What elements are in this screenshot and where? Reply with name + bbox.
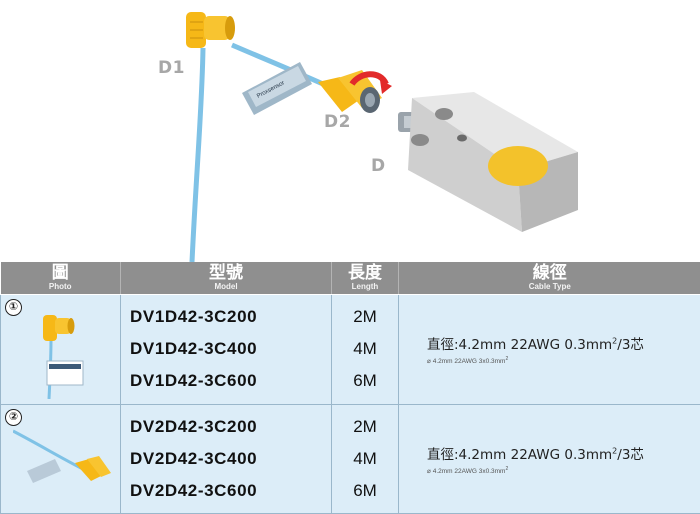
- photo-cell-1: ①: [0, 294, 121, 405]
- cable-cell-2: 直徑:4.2mm 22AWG 0.3mm2/3芯 ⌀ 4.2mm 22AWG 3…: [398, 403, 700, 514]
- header-cable-type: 線徑 Cable Type: [398, 262, 700, 295]
- model-code: DV1D42-3C400: [130, 339, 258, 359]
- photo-cell-2: ②: [0, 403, 121, 514]
- table-header-row: 圖 Photo 型號 Model 長度 Length 線徑 Cable Type: [0, 262, 700, 295]
- row-number: ①: [5, 299, 22, 316]
- d2-photo-icon: [13, 429, 111, 483]
- table-row: ② DV2D42-3C200 DV2D42-3C400 DV2D42-3C600…: [0, 403, 700, 514]
- model-cell-1: DV1D42-3C200 DV1D42-3C400 DV1D42-3C600: [120, 294, 332, 405]
- d1-connector-icon: [186, 12, 235, 48]
- model-code: DV1D42-3C200: [130, 307, 258, 327]
- length-value: 4M: [353, 448, 377, 468]
- model-code: DV2D42-3C600: [130, 480, 258, 500]
- length-value: 6M: [353, 480, 377, 500]
- sensor-cable-drawing: Proxsensor: [186, 12, 578, 263]
- sensor-body-icon: [408, 92, 578, 232]
- length-value: 2M: [353, 307, 377, 327]
- header-model: 型號 Model: [120, 262, 332, 295]
- product-illustration: Proxsensor D1 D2 D: [158, 12, 578, 263]
- cable-spec: 直徑:4.2mm 22AWG 0.3mm2/3芯: [427, 446, 644, 463]
- rotate-arrow-icon: [349, 71, 389, 86]
- length-value: 6M: [353, 371, 377, 391]
- cable-tag: Proxsensor: [242, 62, 312, 115]
- length-value: 4M: [353, 339, 377, 359]
- length-value: 2M: [353, 416, 377, 436]
- d2-connector-icon: [318, 70, 382, 113]
- cable-spec-en: ⌀ 4.2mm 22AWG 3x0.3mm2: [427, 356, 509, 366]
- d1-photo-icon: [43, 315, 84, 399]
- cable-spec: 直徑:4.2mm 22AWG 0.3mm2/3芯: [427, 336, 644, 354]
- header-photo: 圖 Photo: [0, 262, 121, 295]
- d1-cable: [189, 47, 206, 263]
- model-code: DV2D42-3C400: [130, 448, 258, 468]
- length-cell-1: 2M 4M 6M: [331, 294, 399, 405]
- length-cell-2: 2M 4M 6M: [331, 403, 399, 514]
- label-d1: D1: [158, 58, 185, 78]
- table-row: ① DV1D42-3C200 DV1D42-3C400 DV1D42-3C600…: [0, 294, 700, 405]
- cable-cell-1: 直徑:4.2mm 22AWG 0.3mm2/3芯 ⌀ 4.2mm 22AWG 3…: [398, 294, 700, 405]
- label-d2: D2: [324, 112, 351, 132]
- cable-spec-en: ⌀ 4.2mm 22AWG 3x0.3mm2: [427, 465, 509, 475]
- row-number: ②: [5, 408, 22, 426]
- spec-table: 圖 Photo 型號 Model 長度 Length 線徑 Cable Type…: [0, 262, 700, 514]
- model-code: DV1D42-3C600: [130, 371, 258, 391]
- header-length: 長度 Length: [331, 262, 399, 295]
- rotate-arrow-head-icon: [380, 80, 392, 94]
- model-code: DV2D42-3C200: [130, 416, 258, 436]
- label-d: D: [371, 156, 386, 176]
- model-cell-2: DV2D42-3C200 DV2D42-3C400 DV2D42-3C600: [120, 403, 332, 514]
